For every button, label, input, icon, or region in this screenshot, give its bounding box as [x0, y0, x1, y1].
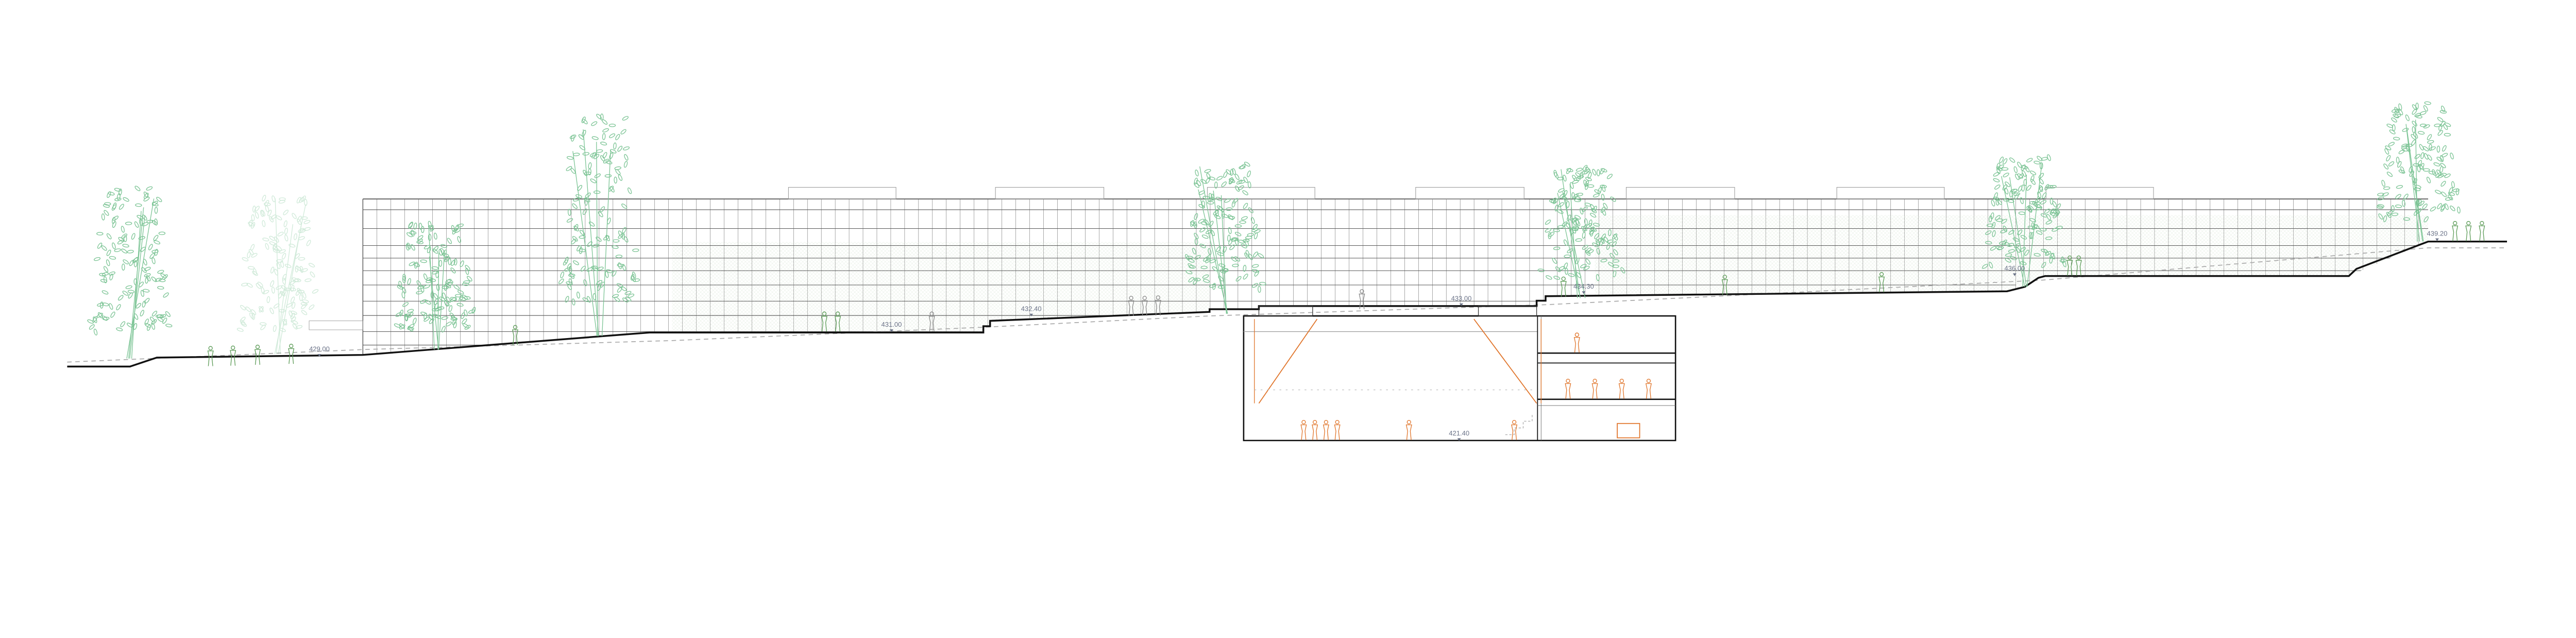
- section-drawing: 429.00 431.00 432.40 433.00 434.30 436.0…: [67, 101, 2507, 442]
- elevation-label: 436.00: [2004, 264, 2025, 272]
- elevation-marker: 421.40: [1449, 429, 1469, 441]
- person-figure: [1618, 378, 1625, 399]
- person-figure: [288, 344, 295, 364]
- person-figure: [1141, 296, 1148, 316]
- person-figure: [1128, 296, 1134, 316]
- person-figure: [512, 325, 519, 345]
- person-figure: [1405, 419, 1412, 440]
- person-figure: [2479, 221, 2485, 241]
- person-figure: [2066, 255, 2073, 276]
- person-figure: [2465, 221, 2472, 241]
- person-figure: [1334, 419, 1341, 440]
- rooflights: [788, 187, 2154, 199]
- elevation-label: 439.20: [2427, 229, 2447, 237]
- person-figure: [1560, 276, 1567, 297]
- underground-station: [1243, 306, 1676, 442]
- elevation-label: 432.40: [1021, 305, 1042, 312]
- elevation-marker: 433.00: [1451, 294, 1472, 306]
- elevation-marker: 439.20: [2427, 229, 2447, 241]
- tree: [236, 195, 319, 355]
- person-figure: [1565, 378, 1571, 399]
- tree: [87, 186, 173, 359]
- person-figure: [1591, 378, 1598, 399]
- person-figure: [1511, 419, 1518, 440]
- person-figure: [1878, 272, 1885, 293]
- person-figure: [1573, 332, 1580, 353]
- person-figure: [835, 311, 841, 332]
- person-figure: [1359, 289, 1365, 310]
- person-figure: [1721, 275, 1728, 295]
- person-figure: [1323, 419, 1329, 440]
- elevation-label: 429.00: [309, 345, 330, 353]
- person-figure: [1645, 378, 1652, 399]
- tree: [2376, 101, 2461, 242]
- person-figure: [928, 311, 935, 332]
- elevation-marker: 432.40: [1021, 305, 1042, 316]
- person-figure: [254, 344, 261, 365]
- elevation-marker: 436.00: [2004, 264, 2025, 276]
- tree: [1981, 154, 2067, 287]
- tree: [558, 113, 640, 337]
- elevation-label: 421.40: [1449, 429, 1469, 437]
- elevation-label: 434.30: [1573, 282, 1594, 290]
- person-figure: [1300, 419, 1307, 440]
- person-figure: [2075, 255, 2082, 276]
- elevation-marker: 431.00: [881, 321, 902, 332]
- tree: [1185, 161, 1266, 314]
- tree: [394, 221, 476, 350]
- person-figure: [230, 345, 236, 366]
- tree: [1537, 165, 1625, 298]
- elevation-label: 433.00: [1451, 294, 1472, 302]
- elevation-label: 431.00: [881, 321, 902, 328]
- person-figure: [1155, 295, 1161, 316]
- person-figure: [821, 311, 828, 332]
- elevation-marker: 429.00: [309, 345, 330, 357]
- person-figure: [207, 346, 214, 366]
- person-figure: [2452, 221, 2459, 241]
- elevation-marker: 434.30: [1573, 282, 1594, 294]
- person-figure: [1312, 419, 1318, 440]
